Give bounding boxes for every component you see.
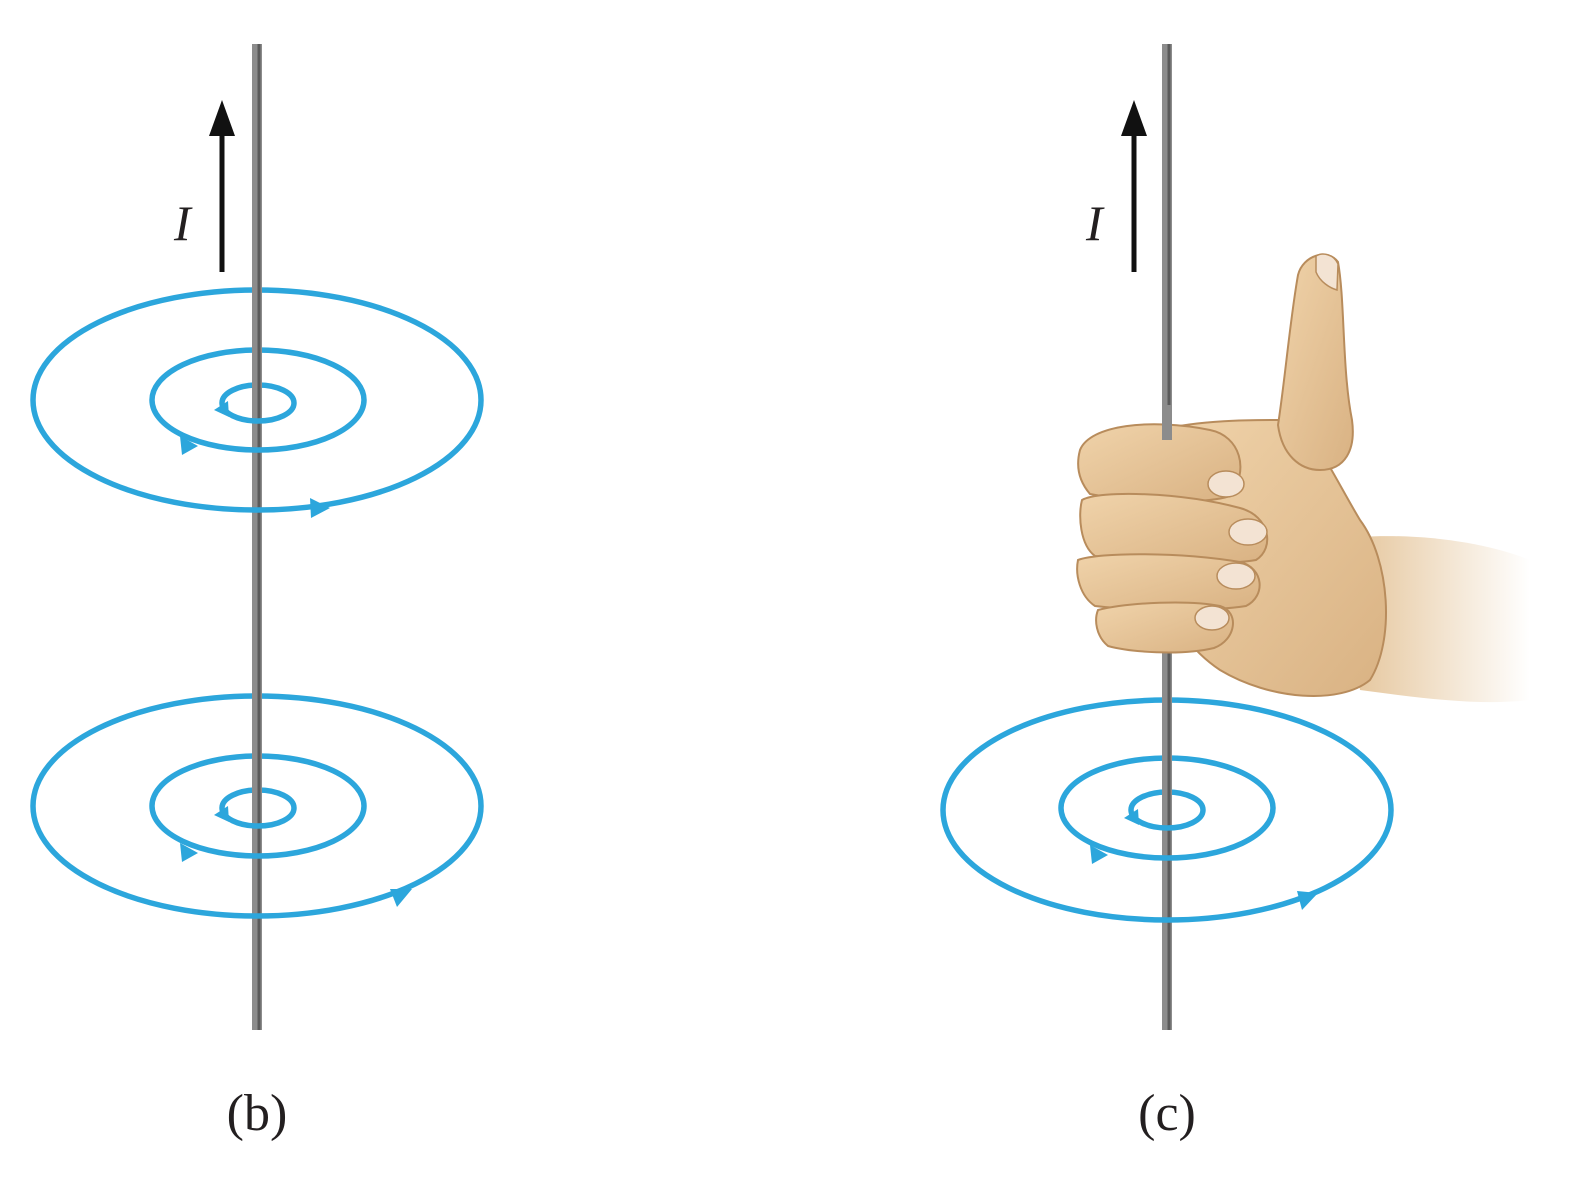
wire-b (252, 44, 262, 1030)
up-arrow-icon (1121, 100, 1147, 272)
panel-b: I (b) (30, 44, 484, 1142)
current-label-b: I (173, 195, 193, 251)
panel-c: I (c) (940, 44, 1530, 1142)
caption-b: (b) (227, 1085, 288, 1142)
current-label-c: I (1085, 195, 1105, 251)
counterclockwise-arrowhead-icon (180, 401, 412, 907)
caption-c: (c) (1138, 1085, 1196, 1142)
right-hand-thumb-up-icon (1076, 253, 1530, 703)
counterclockwise-arrowhead-icon (1090, 809, 1318, 910)
up-arrow-icon (209, 100, 235, 272)
